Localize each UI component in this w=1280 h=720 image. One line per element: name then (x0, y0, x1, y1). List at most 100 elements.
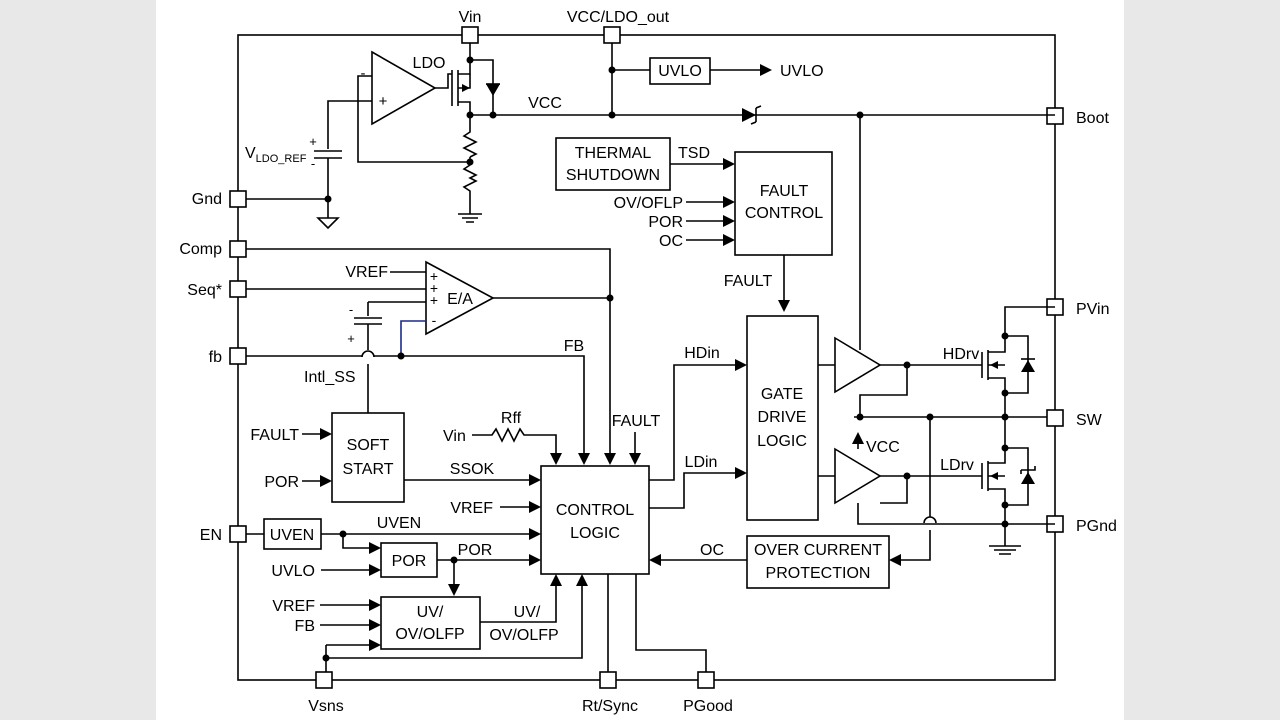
pin-vcc-ldo-out-label: VCC/LDO_out (567, 9, 670, 26)
uven-signal-label: UVEN (377, 515, 421, 532)
fault-control-label-1: FAULT (760, 183, 809, 200)
uvov-label-2: OV/OLFP (395, 626, 464, 643)
ld-vcc-label: VCC (866, 439, 900, 456)
ov-olfp-label: OV/OFLP (614, 195, 683, 212)
control-logic-block: CONTROL LOGIC VREF HDin LDin (450, 345, 747, 672)
ldo-amplifier (371, 50, 437, 126)
ldo-label: LDO (413, 55, 446, 72)
ss-cap-plus: + (347, 331, 355, 346)
over-current-protection-block: OVER CURRENT PROTECTION OC (649, 417, 937, 589)
pin-vsns: Vsns (308, 671, 344, 715)
low-side-driver: VCC LDrv (818, 432, 1055, 525)
uvlo-section: UVLO UVLO VCC (528, 43, 864, 345)
diagram-panel (156, 0, 1124, 720)
high-side-fet (981, 306, 1055, 417)
ldo-section: - + LDO + - VLDO_REF (245, 43, 1055, 230)
ldin-label: LDin (685, 454, 718, 471)
soft-start-label-1: SOFT (347, 437, 390, 454)
ss-cap-minus: - (349, 302, 353, 317)
low-side-fet (981, 417, 1036, 555)
switch-node (854, 413, 1047, 421)
uvlo-block (649, 57, 711, 85)
ea-plus-1: + (430, 268, 438, 284)
control-vref-label: VREF (450, 500, 493, 517)
ea-minus: - (432, 312, 437, 328)
por-fault-label: POR (648, 214, 683, 231)
pin-fb-label: fb (209, 349, 222, 366)
pin-gnd-label: Gnd (192, 191, 222, 208)
pin-pvin: PVin (1046, 298, 1110, 318)
ocp-label-2: PROTECTION (766, 565, 871, 582)
rff-feedforward: Vin Rff FAULT (443, 410, 661, 465)
fb-to-ea-wire (400, 320, 426, 356)
hdrv-label: HDrv (943, 346, 979, 363)
ocp-out-label: OC (700, 542, 724, 559)
pin-rt-sync-label: Rt/Sync (582, 698, 638, 715)
soft-start-por-label: POR (264, 474, 299, 491)
uven-block-label: UVEN (270, 527, 314, 544)
pin-boot-label: Boot (1076, 110, 1109, 127)
uven-block: UVEN UVEN (246, 515, 541, 554)
soft-start-label-2: START (343, 461, 394, 478)
vref-ea-label: VREF (345, 264, 388, 281)
gate-drive-logic-block: GATE DRIVE LOGIC (746, 315, 819, 521)
fault-out-label: FAULT (724, 273, 773, 290)
hdin-label: HDin (684, 345, 720, 362)
error-amplifier: E/A + + + - VREF - + Intl_SS (246, 248, 616, 465)
ea-plus-2: + (430, 280, 438, 296)
gate-drive-label-3: LOGIC (757, 433, 807, 450)
pin-vsns-label: Vsns (308, 698, 344, 715)
por-out-label: POR (458, 542, 493, 559)
uvlo-block-label: UVLO (658, 63, 702, 80)
pin-seq: Seq* (187, 280, 247, 299)
uvlo-out-label: UVLO (780, 63, 824, 80)
uvov-fb-label: FB (295, 618, 315, 635)
fb-line: FB (246, 338, 590, 465)
uv-ov-olfp-block: UV/ OV/OLFP VREF FB UV/ OV/OLFP (272, 574, 588, 672)
high-side-driver: HDrv (818, 336, 982, 417)
gate-drive-label-1: GATE (761, 386, 803, 403)
vin-rff-label: Vin (443, 428, 466, 445)
pin-pvin-label: PVin (1076, 301, 1110, 318)
pin-fb: fb (209, 347, 247, 366)
ldrv-label: LDrv (940, 457, 974, 474)
pin-vin-label: Vin (459, 9, 482, 26)
pin-pgnd: PGnd (1046, 515, 1117, 535)
gate-drive-label-2: DRIVE (758, 409, 807, 426)
thermal-label-2: SHUTDOWN (566, 167, 660, 184)
pin-pgood: PGood (683, 671, 733, 715)
ocp-label-1: OVER CURRENT (754, 542, 882, 559)
uvov-label-1: UV/ (417, 604, 444, 621)
ea-label: E/A (447, 291, 473, 308)
ssok-label: SSOK (450, 461, 495, 478)
pin-sw: SW (1046, 409, 1103, 429)
pin-vin: Vin (459, 9, 482, 44)
ref-minus-sign: - (311, 156, 315, 171)
fb-signal-label: FB (564, 338, 584, 355)
uvov-out-label-2: OV/OLFP (489, 627, 558, 644)
fault-control-block: FAULT CONTROL (734, 151, 833, 256)
tsd-label: TSD (678, 145, 710, 162)
pin-comp-label: Comp (179, 241, 222, 258)
thermal-shutdown-block: THERMAL SHUTDOWN (555, 137, 671, 191)
soft-start-block: SOFT START FAULT POR SSOK (250, 412, 541, 503)
uvov-vref-label: VREF (272, 598, 315, 615)
rff-label: Rff (501, 410, 522, 427)
vldo-ref-label: VLDO_REF (245, 145, 307, 165)
fault-control-label-2: CONTROL (745, 205, 823, 222)
pin-boot: Boot (1046, 107, 1109, 127)
ldo-plus-sign: + (379, 93, 388, 110)
pin-comp: Comp (179, 240, 247, 258)
oc-fault-label: OC (659, 233, 683, 250)
fault-control-inputs: TSD OV/OFLP POR OC FAULT (614, 145, 790, 312)
ref-plus-sign: + (309, 134, 317, 149)
pin-sw-label: SW (1076, 412, 1103, 429)
thermal-label-1: THERMAL (575, 145, 652, 162)
pin-seq-label: Seq* (187, 282, 222, 299)
pin-vcc-ldo-out: VCC/LDO_out (567, 9, 670, 44)
por-uvlo-label: UVLO (271, 563, 315, 580)
pin-en-label: EN (200, 527, 222, 544)
intl-ss-label: Intl_SS (304, 369, 356, 386)
por-block: POR UVLO POR (271, 542, 541, 596)
pin-pgood-label: PGood (683, 698, 733, 715)
